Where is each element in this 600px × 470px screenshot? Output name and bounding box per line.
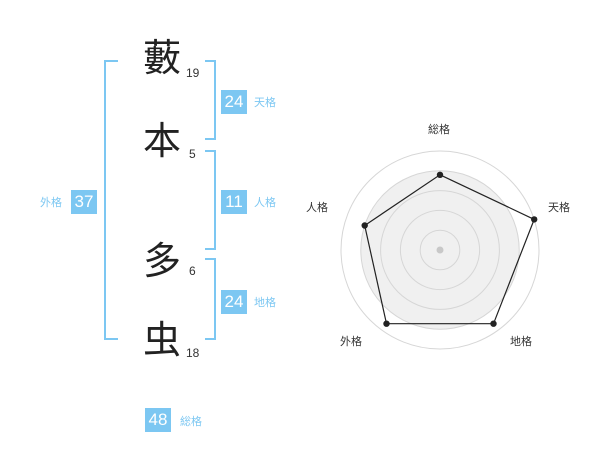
stroke-count-3: 6 <box>189 264 196 278</box>
jinkaku-bracket <box>205 150 216 250</box>
radar-point-tenkaku <box>531 216 538 223</box>
radar-label-jinkaku: 人格 <box>306 201 328 214</box>
radar-polygon <box>364 174 535 325</box>
soukaku-value: 48 <box>145 408 171 432</box>
radar-point-gaikaku <box>383 320 390 327</box>
radar-svg <box>340 150 540 350</box>
name-char-3: 多 <box>142 239 181 283</box>
soukaku-label: 総格 <box>180 415 202 428</box>
radar-label-tenkaku: 天格 <box>548 201 570 214</box>
stroke-count-4: 18 <box>186 346 200 360</box>
tenkaku-label: 天格 <box>254 96 276 109</box>
gaikaku-label: 外格 <box>40 196 62 209</box>
chikaku-bracket <box>205 258 216 340</box>
gaikaku-value: 37 <box>71 190 97 214</box>
jinkaku-label: 人格 <box>254 196 276 209</box>
name-char-4: 虫 <box>142 318 181 362</box>
name-char-2: 本 <box>142 119 181 163</box>
radar-point-jinkaku <box>361 222 368 229</box>
radar-label-soukaku: 総格 <box>428 123 450 136</box>
tenkaku-value: 24 <box>221 90 247 114</box>
tenkaku-bracket <box>205 60 216 140</box>
radar-center-dot <box>436 246 444 254</box>
gaikaku-bracket <box>104 60 118 340</box>
chikaku-value: 24 <box>221 290 247 314</box>
radar-label-chikaku: 地格 <box>510 335 532 348</box>
radar-point-chikaku <box>490 320 497 327</box>
name-char-1: 藪 <box>142 36 181 80</box>
jinkaku-value: 11 <box>221 190 247 214</box>
radar-point-soukaku <box>436 171 444 178</box>
chikaku-label: 地格 <box>254 296 276 309</box>
radar-label-gaikaku: 外格 <box>340 335 362 348</box>
stroke-count-2: 5 <box>189 147 196 161</box>
radar-points <box>361 171 538 327</box>
stroke-count-1: 19 <box>186 66 200 80</box>
